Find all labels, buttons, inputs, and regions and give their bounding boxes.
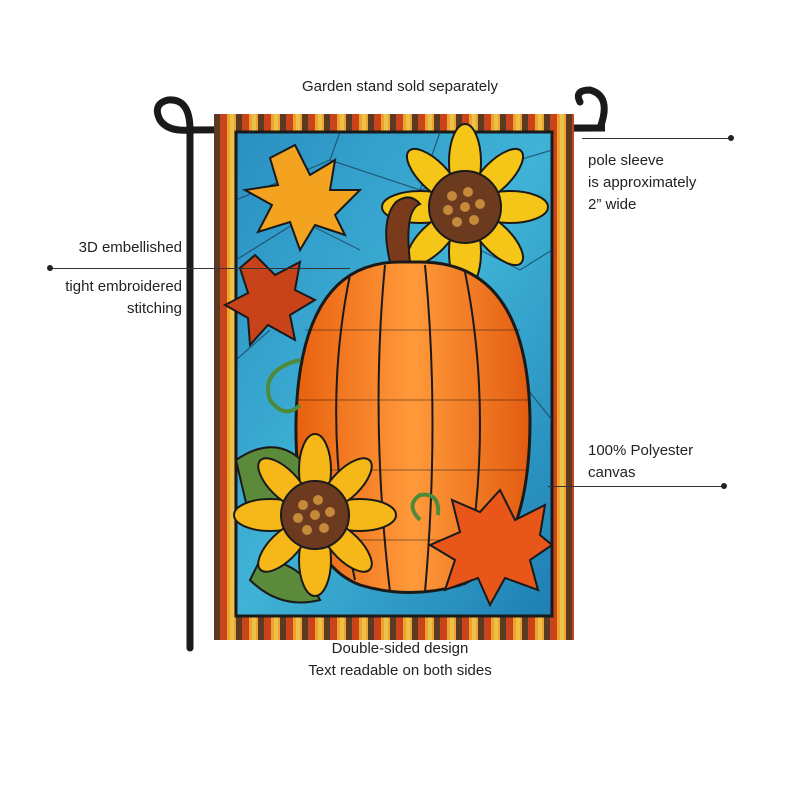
pole-sleeve-dot (728, 135, 734, 141)
polyester-canvas-label: 100% Polyester canvas (588, 442, 694, 481)
maple-leaf-icon (241, 143, 363, 253)
maple-leaf-icon (427, 488, 554, 608)
polyester-dot (721, 483, 727, 489)
garden-flag (214, 114, 574, 640)
maple-leaf-icon (222, 253, 318, 348)
embroidered-stitching-label: tight embroidered stitching (65, 278, 182, 317)
pole-sleeve-label: pole sleeve is approximately 2” wide (588, 152, 697, 213)
double-sided-label: Double-sided design Text readable on bot… (308, 640, 492, 679)
sunflower-icon (233, 433, 397, 597)
embellished-line (50, 268, 350, 269)
embellished-dot (47, 265, 53, 271)
3d-embellished-label: 3D embellished (78, 239, 182, 256)
stand-sold-separately-label: Garden stand sold separately (302, 78, 498, 95)
polyester-line (548, 486, 724, 487)
pole-sleeve-line (582, 138, 730, 139)
